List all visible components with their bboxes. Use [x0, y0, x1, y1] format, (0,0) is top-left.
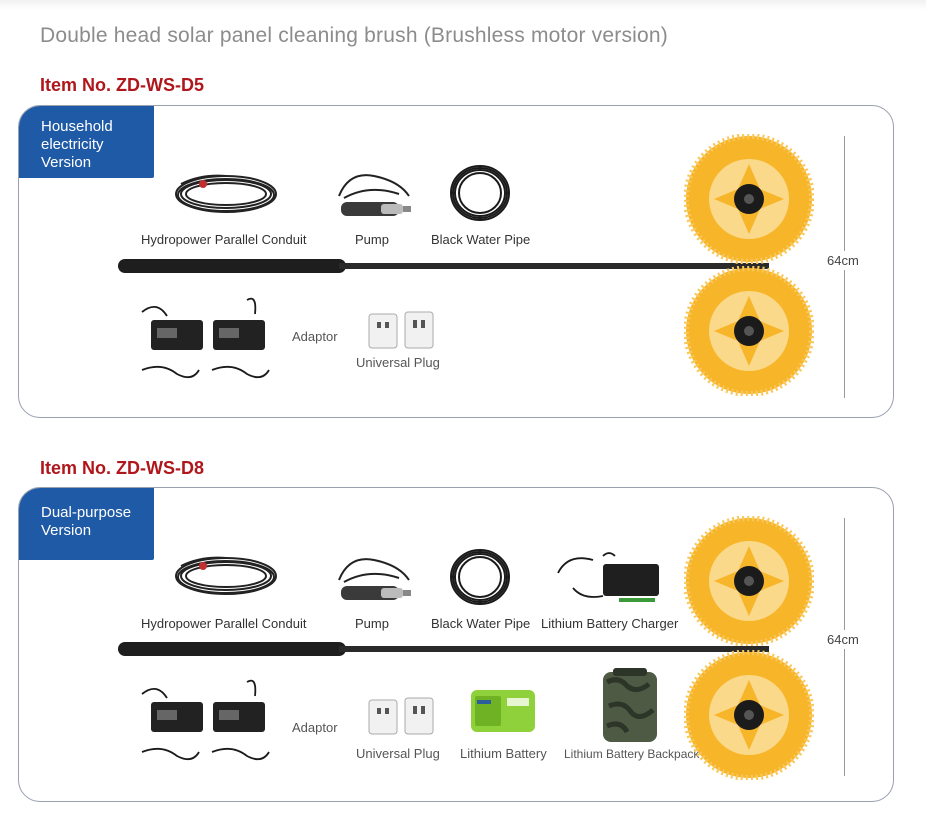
battery-icon	[471, 690, 535, 732]
dimension-label: 64cm	[827, 630, 859, 649]
label-conduit: Hydropower Parallel Conduit	[141, 232, 307, 247]
telescopic-pole-rod	[339, 646, 769, 652]
brush-head-icon	[684, 266, 814, 396]
version-line: Dual-purpose	[41, 504, 132, 521]
version-line: electricity	[41, 136, 104, 153]
charger-icon	[557, 552, 659, 602]
universal-plug-icon	[368, 697, 434, 735]
backpack-icon	[603, 668, 657, 742]
label-pipe: Black Water Pipe	[431, 616, 531, 631]
label-pipe: Black Water Pipe	[431, 232, 531, 247]
version-line: Version	[41, 154, 92, 171]
item-number-d5: Item No. ZD-WS-D5	[40, 75, 204, 95]
brush-head-icon	[684, 134, 814, 264]
coiled-water-pipe-icon	[450, 165, 510, 221]
telescopic-pole-grip	[118, 259, 346, 273]
brush-head-icon	[684, 650, 814, 780]
label-backpack: Lithium Battery Backpack	[564, 747, 700, 761]
telescopic-pole-grip	[118, 642, 346, 656]
label-pump: Pump	[355, 232, 389, 247]
coiled-conduit-icon	[175, 556, 277, 595]
version-tag: Dual-purpose Version	[19, 488, 154, 560]
adaptor-icon	[141, 297, 270, 379]
label-adaptor: Adaptor	[292, 329, 338, 344]
top-shadow	[0, 0, 926, 10]
coiled-water-pipe-icon	[450, 549, 510, 605]
label-plug: Universal Plug	[356, 355, 440, 370]
telescopic-pole-rod	[339, 263, 769, 269]
item-number-d8: Item No. ZD-WS-D8	[40, 458, 204, 478]
product-card-d5: Household electricity Version Hydropower…	[18, 105, 894, 418]
version-line: Version	[41, 522, 92, 539]
product-card-d8: Dual-purpose Version Hydropower Parallel…	[18, 487, 894, 802]
brush-head-icon	[684, 516, 814, 646]
label-conduit: Hydropower Parallel Conduit	[141, 616, 307, 631]
label-battery: Lithium Battery	[460, 746, 547, 761]
label-plug: Universal Plug	[356, 746, 440, 761]
adaptor-icon	[141, 679, 270, 761]
pump-icon	[338, 174, 411, 216]
version-line: Household	[41, 118, 113, 135]
label-adaptor: Adaptor	[292, 720, 338, 735]
pump-icon	[338, 558, 411, 600]
version-tag: Household electricity Version	[19, 106, 154, 178]
label-pump: Pump	[355, 616, 389, 631]
coiled-conduit-icon	[175, 174, 277, 213]
page-title: Double head solar panel cleaning brush (…	[40, 24, 668, 47]
universal-plug-icon	[368, 311, 434, 349]
label-charger: Lithium Battery Charger	[541, 616, 679, 631]
dimension-label: 64cm	[827, 251, 859, 270]
